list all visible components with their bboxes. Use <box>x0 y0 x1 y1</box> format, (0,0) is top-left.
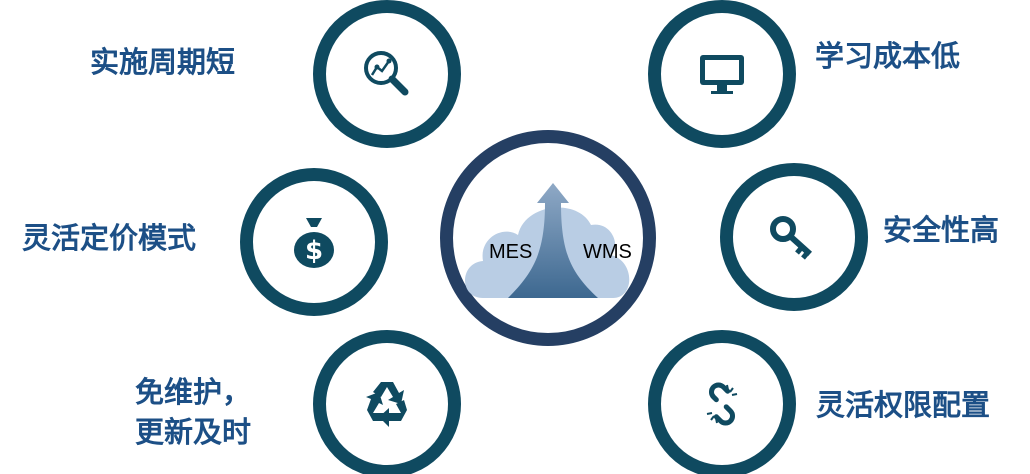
feature-label: 灵活权限配置 <box>816 388 991 422</box>
money-bag-icon: $ <box>294 218 334 268</box>
broken-link-icon <box>706 382 738 426</box>
feature-circle-low-learning-cost <box>648 0 796 148</box>
monitor-icon <box>700 55 744 94</box>
feature-circle-high-security <box>720 163 868 311</box>
feature-circle-maintenance-free <box>313 330 461 474</box>
cloud-arrow-icon <box>465 183 630 298</box>
recycle-icon <box>366 382 407 427</box>
wms-label: WMS <box>583 241 632 263</box>
mes-label: MES <box>489 241 533 263</box>
feature-label: 免维护， 更新及时 <box>135 372 251 452</box>
key-icon <box>770 216 813 260</box>
feature-label: 学习成本低 <box>815 39 961 73</box>
feature-label: 安全性高 <box>883 213 1000 247</box>
magnifier-chart-icon <box>364 51 409 96</box>
feature-label-line: 免维护， <box>135 375 252 409</box>
feature-label: 灵活定价模式 <box>22 221 197 255</box>
feature-label: 实施周期短 <box>90 45 236 79</box>
feature-circle-short-implementation <box>313 0 461 148</box>
feature-circle-flexible-permissions <box>648 330 796 474</box>
feature-circle-flexible-pricing: $ <box>240 168 388 316</box>
feature-label-line: 更新及时 <box>135 415 252 449</box>
center-circle: MES WMS <box>440 130 656 346</box>
svg-text:$: $ <box>305 236 323 266</box>
